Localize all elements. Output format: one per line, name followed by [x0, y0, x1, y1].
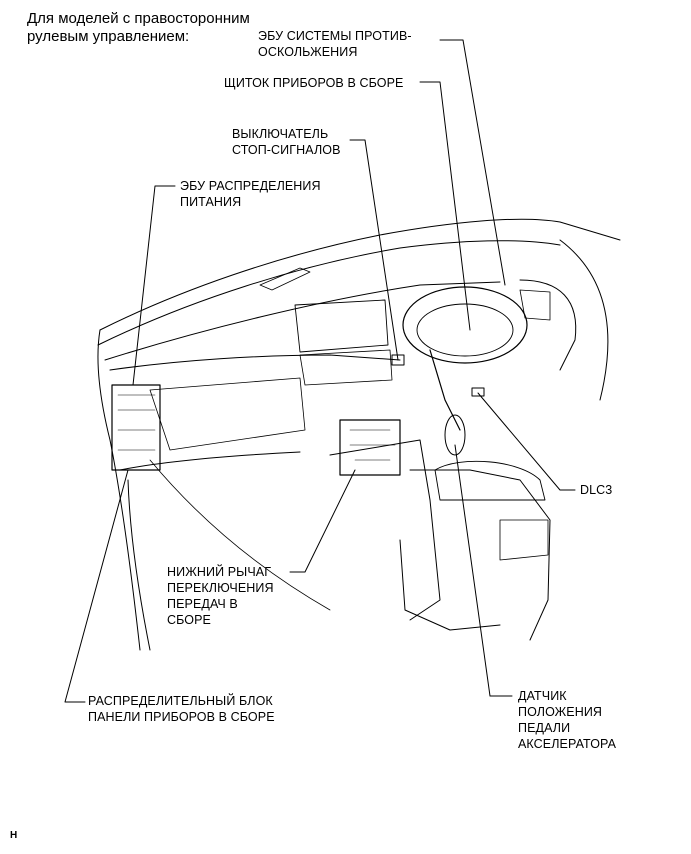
diagram-heading: Для моделей с правосторонним рулевым упр…: [27, 10, 250, 46]
stop-switch-shape: [391, 354, 405, 366]
right-side-curve: [559, 239, 609, 401]
dlc3-shape: [471, 387, 485, 397]
defroster-vent: [259, 267, 311, 291]
leader-combination-meter: [419, 81, 471, 331]
label-dlc3-line-1: DLC3: [580, 483, 613, 497]
label-shift-lever: НИЖНИЙ РЫЧАГ ПЕРЕКЛЮЧЕНИЯ ПЕРЕДАЧ В СБОР…: [167, 564, 274, 628]
dash-face: [109, 354, 401, 371]
console-side: [409, 469, 551, 641]
label-power-ecu-line-1: ЭБУ РАСПРЕДЕЛЕНИЯ: [180, 179, 321, 193]
label-junction-block-line-2: ПАНЕЛИ ПРИБОРОВ В СБОРЕ: [88, 710, 275, 724]
dash-top-inner: [97, 240, 561, 346]
dash-lower: [119, 451, 301, 471]
label-accel-sensor-line-4: АКСЕЛЕРАТОРА: [518, 737, 617, 751]
label-junction-block-line-1: РАСПРЕДЕЛИТЕЛЬНЫЙ БЛОК: [88, 694, 273, 708]
leader-junction-block: [64, 469, 129, 703]
label-stop-switch-line-1: ВЫКЛЮЧАТЕЛЬ: [232, 127, 329, 141]
floor-line: [149, 459, 331, 611]
label-accel-sensor-line-3: ПЕДАЛИ: [518, 721, 571, 735]
glovebox: [149, 377, 306, 451]
right-dash: [519, 279, 577, 371]
label-antitheft-ecu-line-1: ЭБУ СИСТЕМЫ ПРОТИВ-: [258, 29, 412, 43]
heading-line-2: рулевым управлением:: [27, 28, 190, 45]
label-junction-block: РАСПРЕДЕЛИТЕЛЬНЫЙ БЛОК ПАНЕЛИ ПРИБОРОВ В…: [88, 693, 275, 725]
label-shift-lever-line-1: НИЖНИЙ РЫЧАГ: [167, 565, 272, 579]
leader-antitheft-ecu: [439, 39, 506, 286]
label-shift-lever-line-4: СБОРЕ: [167, 613, 211, 627]
label-dlc3: DLC3: [580, 482, 612, 498]
label-stop-switch: ВЫКЛЮЧАТЕЛЬ СТОП-СИГНАЛОВ: [232, 126, 341, 158]
label-stop-switch-line-2: СТОП-СИГНАЛОВ: [232, 143, 341, 157]
leader-dlc3: [477, 392, 576, 491]
meter-face: [416, 303, 514, 357]
shift-lever-shape: [339, 419, 401, 476]
corner-mark: H: [10, 830, 18, 841]
leader-shift-lever: [289, 469, 356, 573]
label-power-ecu-line-2: ПИТАНИЯ: [180, 195, 242, 209]
junction-block-shape: [111, 384, 161, 471]
center-panel: [299, 349, 393, 386]
center-vent: [294, 299, 389, 353]
label-accel-sensor-line-1: ДАТЧИК: [518, 689, 567, 703]
heading-line-1: Для моделей с правосторонним: [27, 10, 250, 27]
armrest: [434, 460, 546, 501]
center-console: [329, 439, 441, 621]
junction-block-detail: [117, 394, 156, 451]
leader-stop-switch: [349, 139, 399, 361]
leader-accel-sensor: [454, 444, 513, 697]
label-antitheft-ecu-line-2: ОСКОЛЬЖЕНИЯ: [258, 45, 358, 59]
label-combination-meter-line-1: ЩИТОК ПРИБОРОВ В СБОРЕ: [224, 76, 404, 90]
label-accel-sensor-line-2: ПОЛОЖЕНИЯ: [518, 705, 603, 719]
label-shift-lever-line-3: ПЕРЕДАЧ В: [167, 597, 238, 611]
console-lower: [399, 539, 501, 631]
shift-lever-detail: [349, 429, 396, 461]
steering-column: [429, 349, 461, 431]
pedal: [444, 414, 466, 456]
label-shift-lever-line-2: ПЕРЕКЛЮЧЕНИЯ: [167, 581, 274, 595]
right-vent: [519, 289, 551, 321]
leader-power-ecu: [132, 185, 176, 386]
label-antitheft-ecu: ЭБУ СИСТЕМЫ ПРОТИВ- ОСКОЛЬЖЕНИЯ: [258, 28, 412, 60]
meter-hood: [402, 286, 528, 364]
left-door-line: [127, 479, 151, 651]
label-accel-sensor: ДАТЧИК ПОЛОЖЕНИЯ ПЕДАЛИ АКСЕЛЕРАТОРА: [518, 688, 616, 752]
label-combination-meter: ЩИТОК ПРИБОРОВ В СБОРЕ: [224, 75, 403, 91]
label-power-ecu: ЭБУ РАСПРЕДЕЛЕНИЯ ПИТАНИЯ: [180, 178, 321, 210]
console-rear: [499, 519, 549, 561]
dash-top-outline: [99, 218, 621, 331]
dash-panel-upper: [104, 281, 501, 361]
